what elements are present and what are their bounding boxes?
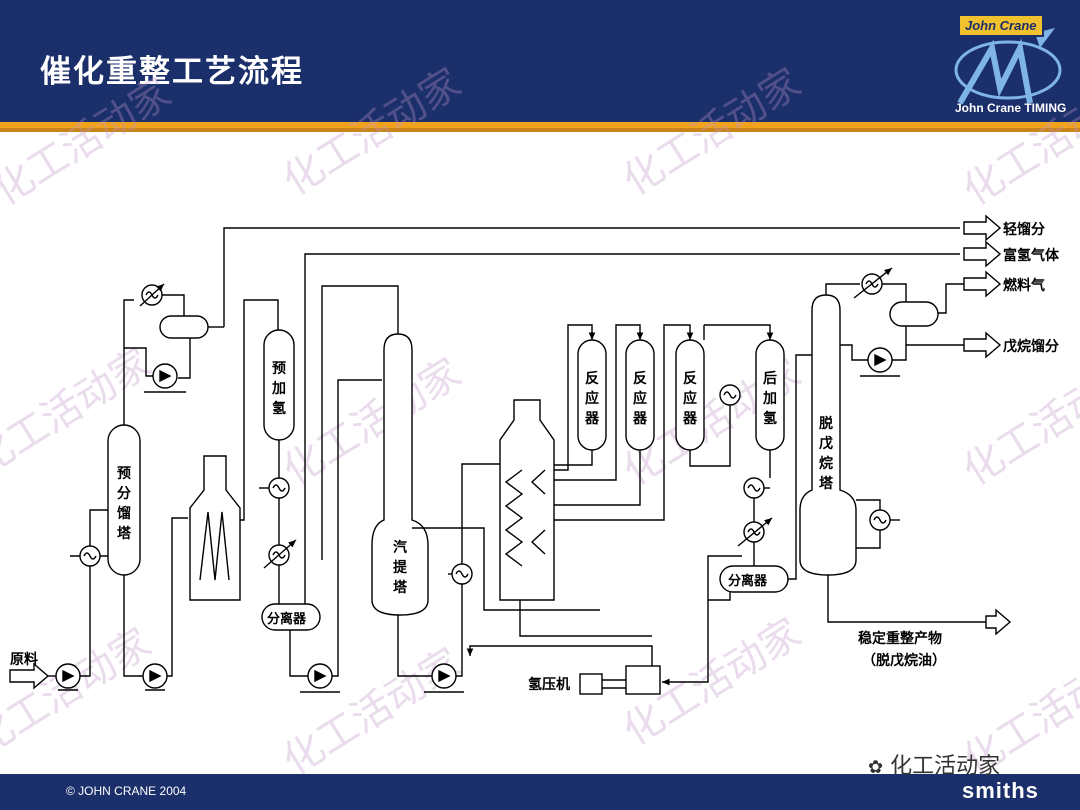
depentanizer-char: 塔	[819, 475, 834, 492]
prefrac-char: 馏	[116, 505, 131, 522]
stripper-char: 提	[393, 560, 408, 576]
posthydro-exchanger	[719, 384, 741, 406]
pentane-outlet	[963, 331, 1002, 359]
depentanizer-char: 脱	[819, 415, 833, 432]
logo-name: John Crane	[958, 14, 1044, 37]
reactor-3-char: 器	[682, 411, 698, 427]
reactor-2-char: 器	[632, 411, 648, 427]
separator-1-label: 分离器	[267, 611, 307, 627]
posthydro-char: 氢	[763, 410, 777, 427]
hydrogen-gas-label: 富氢气体	[1003, 247, 1060, 264]
header-bar	[0, 0, 1080, 122]
hydrogen-gas-outlet	[963, 240, 1002, 268]
posthydro-char: 加	[762, 391, 777, 407]
feed-preheater	[70, 545, 108, 567]
footer-bar	[0, 774, 1080, 810]
reactor-2-char: 应	[633, 390, 647, 407]
prefrac-condenser	[139, 283, 165, 307]
copyright-text: © JOHN CRANE 2004	[66, 784, 187, 798]
prehydro-char: 加	[271, 381, 286, 397]
hydrogen-compressor	[579, 665, 661, 695]
product-sublabel: （脱戊烷油）	[862, 652, 946, 669]
product-outlet	[985, 608, 1012, 636]
reactor-1-char: 反	[585, 370, 599, 387]
posthydro-char: 后	[763, 370, 777, 387]
header-stripe-dark	[0, 128, 1080, 132]
product-exchanger	[743, 477, 770, 499]
stripper-feed-pump	[300, 663, 340, 693]
prehydro-cooler	[263, 539, 297, 569]
depentanizer-condenser	[853, 267, 893, 299]
stripper-char: 塔	[393, 579, 408, 596]
separator-1	[261, 603, 321, 631]
bottoms-pump	[142, 663, 168, 691]
fuel-gas-label: 燃料气	[1003, 277, 1045, 294]
prehydro-char: 预	[272, 361, 286, 377]
depentanizer-reboiler	[869, 509, 900, 531]
product-label: 稳定重整产物	[858, 630, 942, 647]
stripper-char: 汽	[393, 539, 407, 556]
feed-arrow	[9, 662, 50, 690]
product-cooler	[737, 517, 773, 547]
reactor-1-char: 应	[585, 390, 599, 407]
reactor-2-char: 反	[633, 370, 647, 387]
header-stripe	[0, 122, 1080, 128]
stripper-reboiler-exchanger	[448, 563, 473, 585]
depentanizer-drum	[889, 301, 939, 327]
compressor-label: 氢压机	[528, 676, 570, 693]
stripper-column	[371, 333, 429, 616]
reactor-3-char: 应	[683, 390, 697, 407]
reactor-1-char: 器	[584, 411, 600, 427]
prefrac-char: 分	[117, 486, 131, 502]
reflux-pump	[144, 363, 186, 393]
prehydro-char: 氢	[272, 400, 286, 417]
stripper-bottoms-pump	[424, 663, 464, 693]
prefrac-char: 塔	[117, 525, 132, 542]
prefrac-char: 预	[117, 466, 131, 482]
prefrac-drum	[159, 315, 209, 339]
slide-title: 催化重整工艺流程	[40, 54, 304, 90]
wechat-account-name: 化工活动家	[890, 754, 1001, 779]
depentanizer-column	[799, 294, 857, 576]
prehydro-exchanger	[259, 477, 290, 499]
depentanizer-char: 戊	[819, 435, 833, 452]
reformer-heater	[499, 399, 555, 601]
fuel-gas-outlet	[963, 270, 1002, 298]
depentanizer-char: 烷	[819, 455, 833, 472]
feed-label: 原料	[10, 651, 38, 668]
light-fraction-label: 轻馏分	[1003, 221, 1045, 238]
smiths-brand: smiths	[962, 778, 1039, 803]
reactor-3-char: 反	[683, 370, 697, 387]
depentanizer-reflux-pump	[860, 347, 900, 377]
separator-2-label: 分离器	[728, 573, 768, 589]
logo-tagline: John Crane TIMING	[955, 101, 1067, 115]
pentane-label: 戊烷馏分	[1003, 338, 1059, 355]
light-fraction-outlet	[963, 214, 1002, 242]
wechat-icon: ✿	[868, 757, 884, 778]
wechat-account-label: ✿ 化工活动家	[868, 748, 1000, 780]
feed-pump	[55, 663, 81, 691]
